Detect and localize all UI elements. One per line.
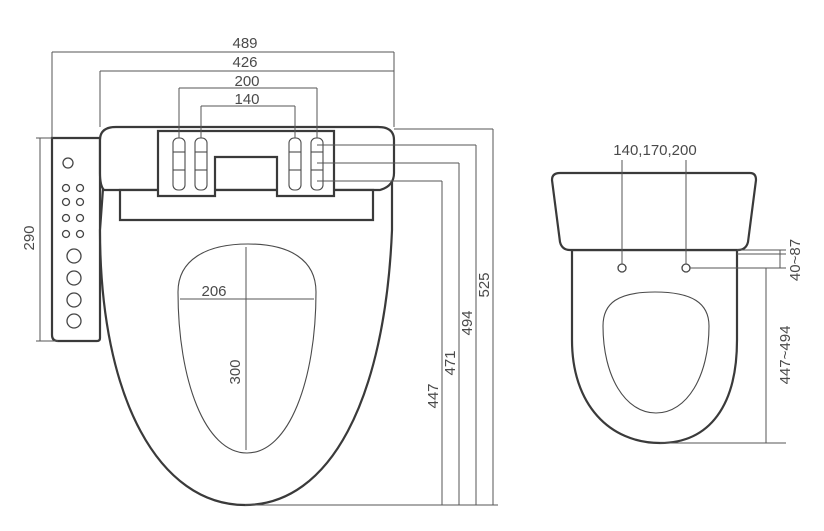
panel-button [66,270,82,286]
panel-button [61,229,71,239]
panel-button [75,229,85,239]
dim-panel-height: 290 [21,225,38,250]
dim-total-width: 489 [232,35,257,52]
panel-button [75,213,85,223]
top-view: 489 426 200 140 206 300 290 447 471 494 … [21,35,498,507]
dim-hole-spacing: 140,170,200 [613,142,696,159]
panel-button [66,313,82,329]
length-dimensions [245,128,498,506]
toilet-bowl [570,248,739,445]
panel-button [75,183,85,193]
dim-opening-length: 300 [227,359,244,384]
side-view: 140,170,200 40~87 447~494 [550,142,804,445]
dim-opening-width: 206 [201,283,226,300]
dim-length-447: 447 [425,383,442,408]
control-panel [50,136,102,343]
panel-dimension [36,137,58,342]
dim-bracket-outer: 200 [234,73,259,90]
seat-opening [177,243,317,454]
bowl-opening [602,291,710,414]
toilet-tank [550,171,758,252]
panel-button [62,157,74,169]
dim-hole-offset: 40~87 [787,239,804,281]
top-dimensions [51,51,395,138]
mounting-hole [617,263,627,273]
dim-toilet-length: 447~494 [777,326,794,385]
bracket-slots [172,137,324,191]
panel-button [61,183,71,193]
dim-seat-width: 426 [232,54,257,71]
mounting-hole [681,263,691,273]
panel-button [66,292,82,308]
dim-length-494: 494 [459,310,476,335]
panel-button [61,197,71,207]
panel-button [75,197,85,207]
mounting-bracket [156,129,336,198]
dim-bracket-inner: 140 [234,91,259,108]
dim-length-471: 471 [442,350,459,375]
dim-total-length: 525 [476,272,493,297]
panel-button [61,213,71,223]
panel-button [66,248,82,264]
